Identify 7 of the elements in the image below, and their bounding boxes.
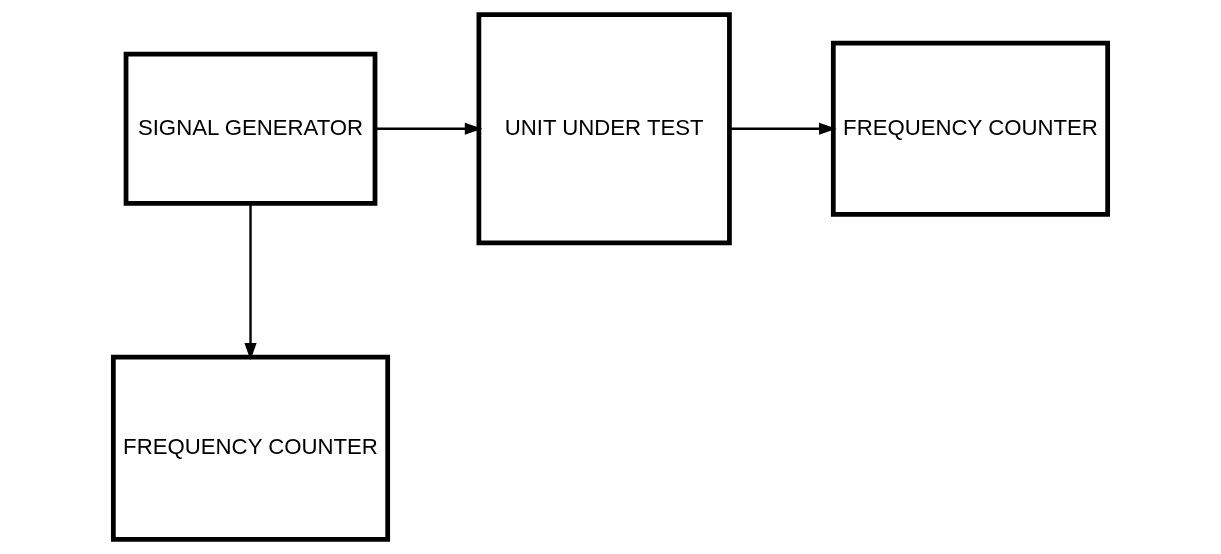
arrow xyxy=(375,122,483,135)
node-box: UNIT UNDER TEST xyxy=(476,12,732,246)
node-box: FREQUENCY COUNTER xyxy=(830,40,1111,217)
arrow xyxy=(244,203,257,361)
arrow xyxy=(730,122,837,135)
node-box: SIGNAL GENERATOR xyxy=(123,51,378,206)
node-box: FREQUENCY COUNTER xyxy=(110,354,391,542)
